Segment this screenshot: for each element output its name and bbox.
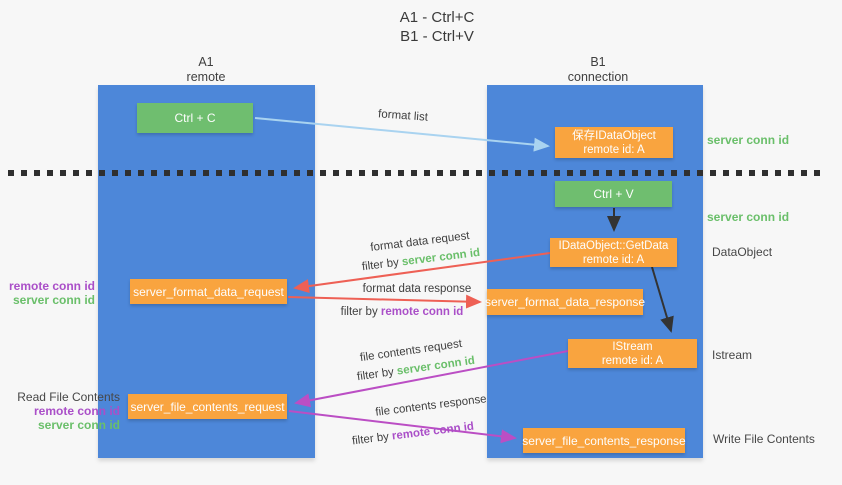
column-b1-subtitle: connection — [567, 70, 629, 84]
column-b1-id: B1 — [590, 55, 606, 69]
node-format-request-label: server_format_data_request — [133, 284, 284, 299]
left-conn-id-group-2: Read File Contents remote conn id server… — [0, 390, 120, 432]
title-line-2: B1 - Ctrl+V — [400, 28, 474, 45]
label-server-conn-id-mid-right: server conn id — [707, 210, 790, 224]
node-getdata-line2: remote id: A — [582, 253, 645, 266]
column-a1-subtitle: remote — [186, 70, 226, 84]
node-format-response-label: server_format_data_response — [484, 295, 646, 309]
label-istream: Istream — [712, 348, 753, 362]
node-ctrl-c-label: Ctrl + C — [174, 111, 216, 125]
node-server-format-data-request: server_format_data_request — [130, 279, 287, 304]
node-save-idataobject: 保存IDataObject remote id: A — [555, 127, 673, 158]
remote-conn-id-text: remote conn id — [391, 420, 475, 443]
label-dataobject: DataObject — [712, 245, 773, 259]
node-server-file-contents-request: server_file_contents_request — [128, 394, 287, 419]
server-conn-id-text: server conn id — [401, 246, 481, 269]
node-file-response-label: server_file_contents_response — [522, 433, 686, 448]
remote-conn-id-text: remote conn id — [380, 306, 464, 318]
label-filter-remote-conn-1: filter by remote conn id — [317, 306, 487, 318]
node-idataobject-getdata: IDataObject::GetData remote id: A — [550, 238, 677, 267]
column-header-a1: A1 remote — [146, 55, 266, 85]
node-istream-line2: remote id: A — [601, 354, 664, 367]
node-server-file-contents-response: server_file_contents_response — [522, 428, 686, 453]
label-remote-conn-id-left-1: remote conn id — [8, 279, 95, 293]
label-format-data-response: format data response — [362, 283, 472, 295]
node-file-request-label: server_file_contents_request — [130, 399, 285, 414]
label-server-conn-id-left-1: server conn id — [12, 293, 95, 307]
label-write-file-contents: Write File Contents — [713, 432, 815, 446]
node-server-format-data-response: server_format_data_response — [484, 289, 646, 315]
title-line-1: A1 - Ctrl+C — [399, 9, 475, 26]
column-header-b1: B1 connection — [538, 55, 658, 85]
label-filter-remote-conn-2: filter by remote conn id — [328, 418, 498, 451]
left-conn-id-group-1: remote conn id server conn id — [0, 279, 95, 307]
label-read-file-contents: Read File Contents — [17, 390, 120, 404]
label-server-conn-id-top-right: server conn id — [707, 133, 790, 147]
diagram-title: A1 - Ctrl+C B1 - Ctrl+V — [337, 8, 537, 46]
node-istream: IStream remote id: A — [568, 339, 697, 368]
arrow-format-data-response — [287, 294, 482, 309]
filter-by-text: filter by — [340, 306, 381, 318]
server-conn-id-text: server conn id — [396, 354, 476, 378]
node-istream-line1: IStream — [612, 340, 653, 353]
column-a1-id: A1 — [198, 55, 214, 69]
label-format-list: format list — [377, 108, 429, 124]
node-getdata-line1: IDataObject::GetData — [558, 239, 669, 252]
node-save-idataobject-line1: 保存IDataObject — [572, 129, 656, 142]
node-ctrl-c: Ctrl + C — [137, 103, 253, 133]
filter-by-text: filter by — [351, 430, 393, 448]
node-ctrl-v: Ctrl + V — [555, 181, 672, 207]
filter-by-text: filter by — [356, 365, 398, 384]
label-remote-conn-id-left-2: remote conn id — [33, 404, 120, 418]
node-save-idataobject-line2: remote id: A — [583, 143, 645, 156]
filter-by-text: filter by — [361, 256, 403, 274]
node-ctrl-v-label: Ctrl + V — [593, 187, 634, 201]
label-server-conn-id-left-2: server conn id — [37, 418, 120, 432]
